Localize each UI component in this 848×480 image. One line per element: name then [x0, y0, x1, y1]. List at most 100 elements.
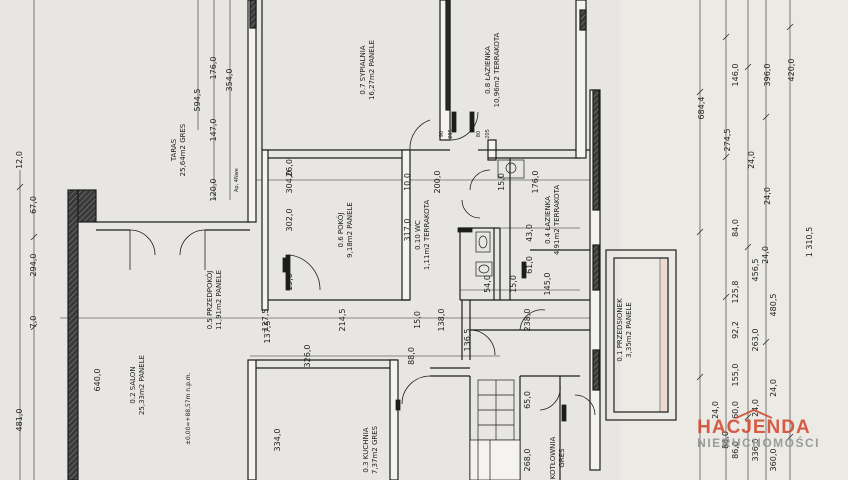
dimension-label: 15,0	[509, 275, 518, 293]
dimension-label: 88,0	[407, 347, 416, 365]
dimension-label: 176,0	[531, 171, 540, 194]
dimension-label: 120,0	[209, 179, 218, 202]
dimension-label: 10,0	[403, 173, 412, 191]
dimension-label: 1 310,5	[805, 227, 814, 258]
room-labels: TARAS 25,64m2 GRES 0.7 SYPIALNIA 16,27m2…	[129, 32, 633, 479]
logo-wordmark: HACJENDA	[697, 417, 811, 438]
wall-note: Ap, 4Nwe	[234, 168, 240, 192]
dimension-label: 147,0	[209, 119, 218, 142]
dimension-label: 146,0	[731, 64, 740, 87]
dimension-label: 205	[448, 129, 454, 139]
dimension-label: 480,5	[769, 294, 778, 317]
dimension-label: 263,0	[751, 329, 760, 352]
dimension-label: 326,0	[303, 345, 312, 368]
room-salon-name: 0.2 SALON	[129, 366, 137, 403]
dimension-label: 138,0	[437, 309, 446, 332]
doors	[129, 111, 596, 422]
dimension-label: 360,0	[769, 449, 778, 472]
dimension-labels: 481,0 7,0 294,0 67,0 12,0 640,0 594,5 176,0 147,…	[15, 57, 814, 472]
dimension-label: 15,0	[285, 273, 294, 291]
room-przedpokoj-name: 0.5 PRZEDPOKÓJ	[205, 271, 214, 330]
dimension-label: 24,0	[761, 246, 770, 264]
dimension-label: 456,5	[751, 259, 760, 282]
dimension-label: 125,8	[731, 281, 740, 304]
dimension-label: 15,0	[497, 173, 506, 191]
dimension-label: 84,0	[731, 219, 740, 237]
logo-roof-icon	[735, 409, 773, 419]
room-sypialnia-area: 16,27m2 PANELE	[368, 40, 376, 100]
room-salon-area: 25,33m2 PANELE	[138, 355, 146, 415]
dimension-label: 334,0	[273, 429, 282, 452]
dimension-label: 294,0	[29, 254, 38, 277]
dimension-label: 200,0	[433, 171, 442, 194]
dimension-label: 205	[485, 129, 491, 139]
dimension-label: 127,5	[261, 309, 270, 332]
room-przedsionek-area: 3,35m2 PANELE	[625, 302, 633, 358]
room-kuchnia-name: 0.3 KUCHNIA	[362, 427, 370, 472]
dimension-label: 336,0	[751, 439, 760, 462]
dimension-label: 26,0	[285, 159, 294, 177]
dimension-label: 92,2	[731, 321, 740, 339]
room-wc-area: 1,11m2 TERRAKOTA	[423, 200, 431, 270]
dimension-label: 61,0	[525, 256, 534, 274]
room-taras-name: TARAS	[170, 138, 178, 162]
dimension-label: 214,5	[338, 309, 347, 332]
dimension-label: 396,0	[763, 64, 772, 87]
dimension-label: 420,0	[787, 59, 796, 82]
dimension-label: 176,0	[209, 57, 218, 80]
dimension-label: 90	[439, 131, 445, 137]
dimension-label: 354,0	[225, 69, 234, 92]
dimension-label: 268,0	[523, 449, 532, 472]
dimension-label: 54,0	[483, 275, 492, 293]
room-taras-area: 25,64m2 GRES	[179, 123, 187, 176]
room-lazienka-top-area: 10,96m2 TERRAKOTA	[493, 32, 501, 107]
logo-tagline: NIERUCHOMOŚCI	[697, 436, 820, 450]
dimension-label: 302,0	[285, 209, 294, 232]
dimension-label: 15,0	[413, 311, 422, 329]
dimension-label: 136,5	[463, 329, 472, 352]
room-wc-name: 0.10 WC	[414, 220, 422, 250]
room-kotlownia-name: KOTŁOWNIA	[549, 437, 557, 480]
dimension-label: 24,0	[763, 187, 772, 205]
dimension-label: 67,0	[29, 196, 38, 214]
dimension-label: 80	[476, 131, 482, 137]
room-sypialnia-name: 0.7 SYPIALNIA	[359, 45, 367, 94]
room-lazienka-top-name: 0.8 ŁAZIENKA	[484, 46, 492, 94]
dimension-label: 24,0	[747, 151, 756, 169]
dimension-label: 304,0	[285, 171, 294, 194]
agency-logo: HACJENDA NIERUCHOMOŚCI	[697, 409, 820, 450]
room-przedsionek-name: 0.1 PRZEDSIONEK	[616, 298, 624, 362]
dimension-label: 65,0	[523, 391, 532, 409]
dimension-label: 86,0	[721, 431, 730, 449]
dimension-label: 155,0	[731, 364, 740, 387]
dimension-label: 274,5	[723, 129, 732, 152]
dimension-label: 24,0	[769, 379, 778, 397]
dimension-label: 594,5	[193, 89, 202, 112]
room-lazienka-area: 4,91m2 TERRAKOTA	[553, 185, 561, 255]
room-pokoj-area: 9,18m2 PANELE	[346, 202, 354, 258]
dimension-label: 24,0	[751, 399, 760, 417]
room-pokoj-name: 0.6 POKÓJ	[336, 213, 345, 248]
dimension-label: 60,0	[731, 401, 740, 419]
dimension-label: 137,5	[263, 321, 272, 344]
dimension-label: 317,0	[403, 219, 412, 242]
room-kotlownia-area: GRES	[558, 448, 566, 468]
room-lazienka-name: 0.4 ŁAZIENKA	[544, 196, 552, 244]
dimension-label: 640,0	[93, 369, 102, 392]
dimension-label: 43,0	[525, 224, 534, 242]
dimension-label: 145,0	[543, 273, 552, 296]
level-note: ±0,00=+88,57m n.p.m.	[185, 372, 192, 445]
dimension-label: 684,4	[697, 97, 706, 120]
dimension-label: 7,0	[29, 316, 38, 329]
dimension-label: 12,0	[15, 151, 24, 169]
notes: ±0,00=+88,57m n.p.m. Ap, 4Nwe	[185, 168, 240, 445]
room-przedpokoj-area: 11,91m2 PANELE	[215, 270, 223, 330]
room-kuchnia-area: 7,37m2 GRES	[371, 425, 379, 474]
dimension-label: 238,0	[523, 309, 532, 332]
dimension-label: 24,0	[711, 401, 720, 419]
dimension-label: 481,0	[15, 409, 24, 432]
fixtures	[469, 159, 525, 480]
dimension-lines	[16, 0, 794, 480]
dimension-label: 86,0	[731, 441, 740, 459]
